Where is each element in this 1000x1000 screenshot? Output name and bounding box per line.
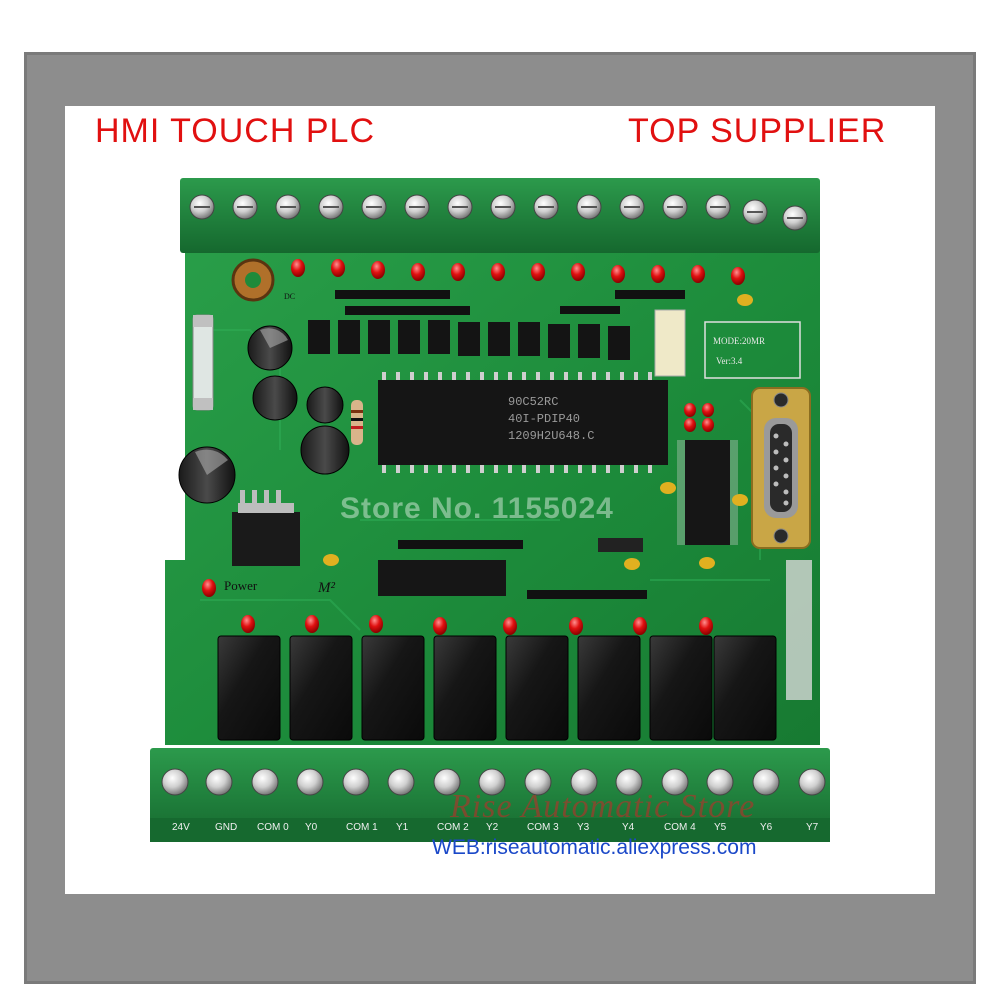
pin-com3: COM 3	[527, 822, 559, 833]
pin-y0: Y0	[305, 822, 318, 833]
headline-left: HMI TOUCH PLC	[95, 112, 376, 150]
board-logo: M²	[318, 580, 335, 596]
headline-right: TOP SUPPLIER	[628, 112, 887, 150]
store-watermark: Store No. 1155024	[340, 492, 614, 525]
dc-label: DC	[284, 292, 296, 301]
mcu-line3: 1209H2U648.C	[508, 429, 594, 443]
fuse	[192, 314, 214, 411]
model-plate	[704, 321, 801, 379]
resistor	[351, 400, 363, 445]
driver-ic	[378, 560, 506, 596]
pin-com4: COM 4	[664, 822, 696, 833]
mcu-chip	[378, 380, 668, 465]
pin-y2: Y2	[486, 822, 499, 833]
bottom-screws	[161, 768, 826, 796]
pin-y4: Y4	[622, 822, 635, 833]
pin-gnd: GND	[215, 822, 238, 833]
voltage-regulator	[232, 512, 300, 566]
input-leds	[291, 259, 745, 285]
pin-y5: Y5	[714, 822, 727, 833]
website-link[interactable]: WEB:riseautomatic.aliexpress.com	[432, 836, 757, 859]
pin-y6: Y6	[760, 822, 773, 833]
pin-24v: 24V	[172, 822, 190, 833]
pin-com2: COM 2	[437, 822, 469, 833]
pin-com1: COM 1	[346, 822, 378, 833]
pin-com0: COM 0	[257, 822, 289, 833]
comm-ic	[685, 440, 730, 545]
version-label: Ver:3.4	[716, 356, 743, 366]
relays	[217, 635, 777, 741]
power-label: Power	[224, 578, 258, 593]
store-name: Rise Automatic Store	[450, 788, 756, 825]
model-label: MODE:20MR	[713, 336, 766, 346]
mcu-line1: 90C52RC	[508, 395, 558, 409]
pin-y7: Y7	[806, 822, 819, 833]
white-connector	[654, 309, 686, 377]
pin-y3: Y3	[577, 822, 590, 833]
output-leds	[241, 615, 713, 635]
pin-y1: Y1	[396, 822, 409, 833]
mcu-line2: 40I-PDIP40	[508, 412, 580, 426]
optocouplers	[308, 320, 630, 360]
